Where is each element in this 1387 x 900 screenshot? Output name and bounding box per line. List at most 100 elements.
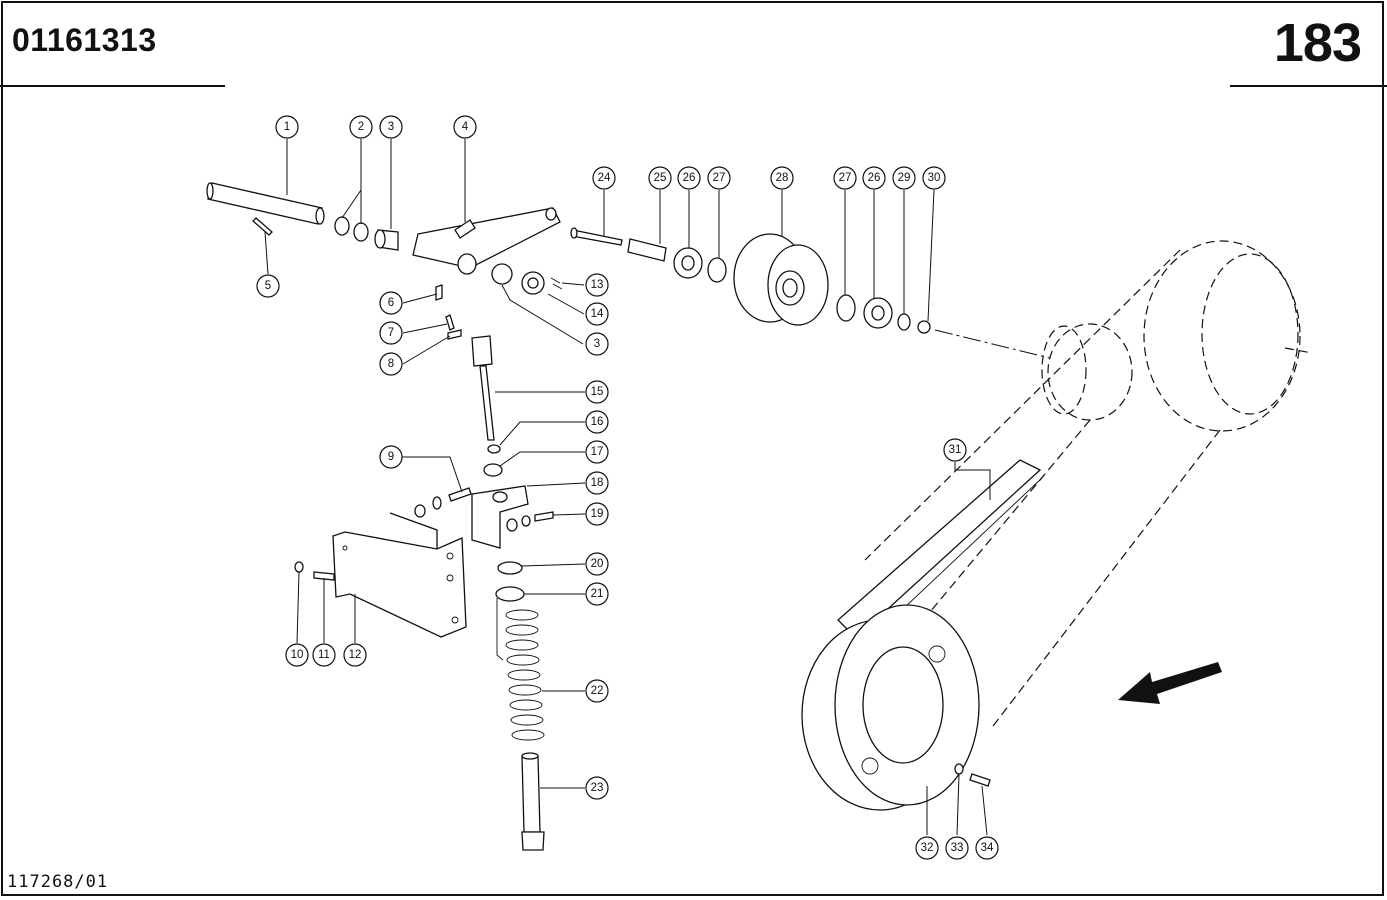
spring-parts-20-22 xyxy=(495,561,545,741)
callout-label: 27 xyxy=(839,172,852,184)
callout-6: 6 xyxy=(379,291,403,315)
callout-33: 33 xyxy=(945,836,969,860)
callout-label: 11 xyxy=(318,649,330,661)
callout-15: 15 xyxy=(585,380,609,404)
callout-label: 24 xyxy=(598,172,611,184)
header-rule-gap xyxy=(225,78,1230,92)
bolt-washer-parts-33-34 xyxy=(954,763,991,787)
washers-part-2 xyxy=(334,216,369,242)
callout-5: 5 xyxy=(256,274,280,298)
callout-label: 9 xyxy=(388,451,394,463)
callout-24: 24 xyxy=(592,166,616,190)
page-number: 183 xyxy=(1273,13,1362,73)
callout-label: 21 xyxy=(591,588,604,600)
bearing-hardware-parts-27-30 xyxy=(836,294,931,334)
callout-17: 17 xyxy=(585,440,609,464)
callout-32: 32 xyxy=(915,836,939,860)
callout-label: 32 xyxy=(921,842,934,854)
callout-label: 15 xyxy=(591,386,604,398)
callout-label: 17 xyxy=(591,446,604,458)
callout-label: 26 xyxy=(683,172,696,184)
callout-34: 34 xyxy=(975,836,999,860)
callout-label: 19 xyxy=(591,508,604,520)
callout-1: 1 xyxy=(275,115,299,139)
callout-28: 28 xyxy=(770,166,794,190)
callout-8: 8 xyxy=(379,352,403,376)
callout-12: 12 xyxy=(343,643,367,667)
drawing-number-suffix: /01 xyxy=(74,872,109,892)
callout-29: 29 xyxy=(892,166,916,190)
callout-label: 3 xyxy=(388,121,394,133)
drive-pulleys-phantom xyxy=(864,240,1313,731)
callout-label: 18 xyxy=(591,477,604,489)
callout-label: 28 xyxy=(776,172,789,184)
callout-4: 4 xyxy=(453,115,477,139)
callout-20: 20 xyxy=(585,552,609,576)
callout-21: 21 xyxy=(585,582,609,606)
bracket-part-18 xyxy=(471,485,529,549)
callout-13: 13 xyxy=(585,273,609,297)
callout-label: 2 xyxy=(358,121,364,133)
callout-label: 10 xyxy=(291,649,304,661)
callout-3: 3 xyxy=(379,115,403,139)
callout-31: 31 xyxy=(943,438,967,462)
bushings-parts-3-14 xyxy=(491,263,563,295)
callout-26: 26 xyxy=(677,166,701,190)
assembly-centerline xyxy=(934,329,1051,359)
callout-18: 18 xyxy=(585,471,609,495)
callout-label: 23 xyxy=(591,782,604,794)
leader-lines xyxy=(264,139,991,836)
tension-rod-part-15 xyxy=(471,335,495,441)
callout-27: 27 xyxy=(707,166,731,190)
callout-label: 4 xyxy=(462,121,469,133)
callout-label: 3 xyxy=(594,338,600,350)
callout-7: 7 xyxy=(379,321,403,345)
callout-label: 1 xyxy=(284,121,290,133)
callout-label: 13 xyxy=(591,279,604,291)
bolt-parts-10-11 xyxy=(294,561,335,581)
direction-arrow xyxy=(1118,662,1222,704)
callout-label: 8 xyxy=(388,358,394,370)
nut-washer-parts-16-17 xyxy=(483,444,503,477)
callout-10: 10 xyxy=(285,643,309,667)
mounting-plate-part-12 xyxy=(332,512,467,638)
callout-9: 9 xyxy=(379,445,403,469)
callout-label: 5 xyxy=(265,280,271,292)
callout-27-right: 27 xyxy=(833,166,857,190)
main-pulley-part-32 xyxy=(801,604,980,811)
shaft-part-1 xyxy=(206,182,325,225)
callout-3-lower: 3 xyxy=(585,332,609,356)
callout-label: 31 xyxy=(949,444,962,456)
callout-label: 12 xyxy=(349,649,362,661)
callout-label: 26 xyxy=(868,172,881,184)
callout-26-right: 26 xyxy=(862,166,886,190)
callout-22: 22 xyxy=(585,679,609,703)
pin-part-5 xyxy=(252,217,273,236)
callout-19: 19 xyxy=(585,502,609,526)
callout-label: 7 xyxy=(388,327,394,339)
callout-label: 30 xyxy=(928,172,941,184)
small-parts-6-7-8 xyxy=(435,284,462,340)
stud-part-23 xyxy=(521,752,545,851)
callout-label: 34 xyxy=(981,842,994,854)
idler-hardware-parts-24-27 xyxy=(570,227,727,283)
callout-label: 22 xyxy=(591,685,604,697)
callout-2: 2 xyxy=(349,115,373,139)
document-number: 01161313 xyxy=(12,22,157,58)
callout-23: 23 xyxy=(585,776,609,800)
idler-pulley-part-28 xyxy=(733,233,829,326)
callout-30: 30 xyxy=(922,166,946,190)
callout-label: 16 xyxy=(591,416,604,428)
callout-25: 25 xyxy=(648,166,672,190)
callout-14: 14 xyxy=(585,302,609,326)
callout-label: 20 xyxy=(591,558,604,570)
callout-label: 27 xyxy=(713,172,726,184)
lever-arm-part-4 xyxy=(412,207,561,275)
callout-label: 29 xyxy=(898,172,911,184)
callout-label: 33 xyxy=(951,842,964,854)
bolt-washers-parts-9-19 xyxy=(414,487,554,532)
drawing-number: 117268/01 xyxy=(7,872,108,892)
bushing-part-3 xyxy=(374,229,399,251)
